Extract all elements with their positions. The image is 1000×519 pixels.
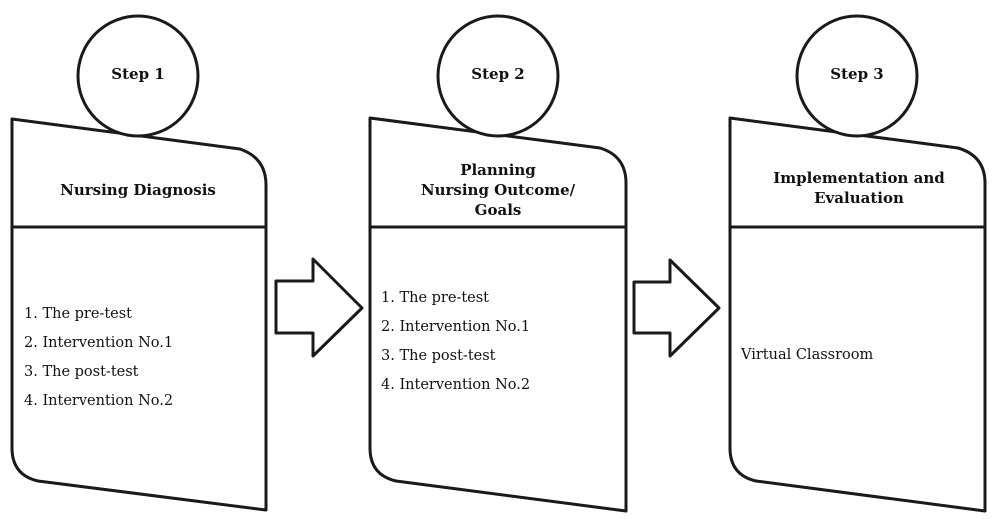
arrow-step2-to-step3 [632, 258, 721, 358]
step-2-figure: Step 2 Planning Nursing Outcome/ Goals 1… [368, 14, 628, 513]
step-2-item-1: 1. The pre-test [381, 290, 489, 306]
step-1-item-3: 3. The post-test [24, 364, 139, 380]
step-1-item-2: 2. Intervention No.1 [24, 335, 173, 351]
step-2-item-2: 2. Intervention No.1 [381, 319, 530, 335]
step-2-label: Step 2 [471, 65, 524, 83]
step-2-title-line-2: Nursing Outcome/ [421, 181, 576, 199]
step-2-item-4: 4. Intervention No.2 [381, 377, 530, 393]
step-1-item-1: 1. The pre-test [24, 306, 132, 322]
step-3-title-line-1: Implementation and [773, 169, 945, 187]
step-3-body [728, 116, 987, 513]
step-2-item-3: 3. The post-test [381, 348, 496, 364]
step-3-circle [795, 14, 919, 138]
step-1-circle [76, 14, 200, 138]
step-1-label: Step 1 [111, 65, 164, 83]
step-3-label: Step 3 [830, 65, 883, 83]
step-1-body [10, 117, 268, 512]
step-3-item-1: Virtual Classroom [740, 347, 873, 363]
step-1-item-4: 4. Intervention No.2 [24, 393, 173, 409]
arrow-step1-to-step2 [274, 257, 364, 358]
step-1-title: Nursing Diagnosis [60, 181, 216, 199]
step-3-title-line-2: Evaluation [814, 189, 904, 207]
step-1-figure: Step 1 Nursing Diagnosis 1. The pre-test… [10, 14, 268, 512]
step-3-figure: Step 3 Implementation and Evaluation Vir… [728, 14, 987, 513]
step-2-body [368, 116, 628, 513]
step-2-circle [436, 14, 560, 138]
step-2-title-line-1: Planning [460, 161, 536, 179]
step-2-title-line-3: Goals [475, 201, 522, 219]
